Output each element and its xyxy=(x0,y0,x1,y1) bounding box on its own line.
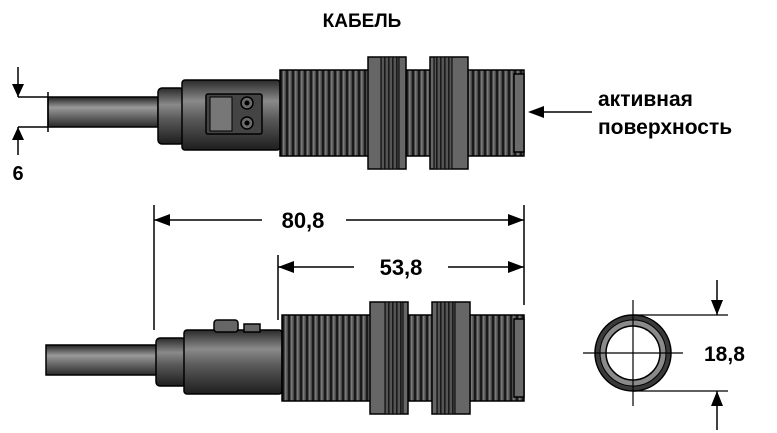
top-cable xyxy=(47,96,159,128)
thread-diameter-dimension: 18,8 xyxy=(633,280,745,430)
front-view-sensor xyxy=(583,300,683,406)
side-led-bump xyxy=(213,319,239,333)
top-active-face xyxy=(513,73,525,153)
active-surface-label-line2: поверхность xyxy=(598,116,732,139)
thread-length-dimension: 53,8 xyxy=(277,255,524,320)
thread-diameter-value: 18,8 xyxy=(704,343,745,366)
thread-length-value: 53,8 xyxy=(380,255,423,280)
side-cable xyxy=(45,344,159,376)
total-length-dimension: 80,8 xyxy=(153,205,525,330)
side-housing xyxy=(183,329,283,395)
drawing-title: КАБЕЛЬ xyxy=(323,11,402,32)
active-surface-label-line1: активная xyxy=(598,88,693,111)
side-view-sensor xyxy=(45,301,525,415)
top-view-sensor xyxy=(47,56,525,170)
top-cable-gland xyxy=(157,87,185,145)
active-surface-callout: активная поверхность xyxy=(528,88,732,139)
cable-diameter-value: 6 xyxy=(12,163,23,185)
side-cable-gland xyxy=(155,337,187,387)
total-length-value: 80,8 xyxy=(282,208,325,233)
side-active-face xyxy=(513,318,525,398)
cable-diameter-dimension: 6 xyxy=(12,67,48,185)
